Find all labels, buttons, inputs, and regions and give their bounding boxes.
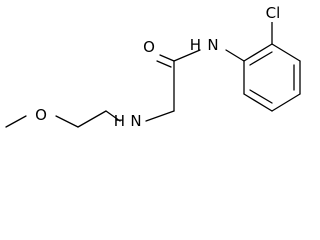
bond-amide-ring [225,49,245,62]
ring-bond-1 [243,43,273,62]
bond-ether-oxygen-ethyl [55,115,79,128]
amide-nitrogen-bg [202,34,224,54]
ring-bond-2 [271,43,301,62]
ring-bond-5 [243,93,273,112]
ether-oxygen-bg [31,104,51,124]
bond-carbonyl-double-a [159,54,175,62]
carbonyl-oxygen-bg [139,36,159,56]
amine-hydrogen-label: H [114,112,125,130]
amide-nitrogen-label: N [207,36,218,54]
carbonyl-oxygen-label: O [143,38,155,56]
bond-set [5,21,301,128]
amine-nitrogen-label: N [130,112,141,130]
chemical-structure-diagram: O N H O N H Cl [5,2,301,130]
chlorine-bg [262,2,284,22]
chlorine-label: Cl [266,4,281,22]
ring-inner-bond-3 [249,89,273,104]
ether-oxygen-label: O [35,106,47,124]
bond-ethyl-amine [105,110,121,122]
ring-bond-4 [271,93,301,112]
ring-inner-bond-1 [249,51,273,66]
bond-carbonyl-amide [173,49,201,62]
bond-methyl-ether-oxygen [5,115,27,128]
atom-label-set: O N H O N H Cl [31,2,284,130]
amine-nitrogen-bg [124,110,144,130]
bond-amine-methylene [145,110,175,122]
bond-carbonyl-double-b [156,60,172,68]
amide-hydrogen-label: H [190,36,201,54]
bond-ethyl-chain [77,110,107,128]
